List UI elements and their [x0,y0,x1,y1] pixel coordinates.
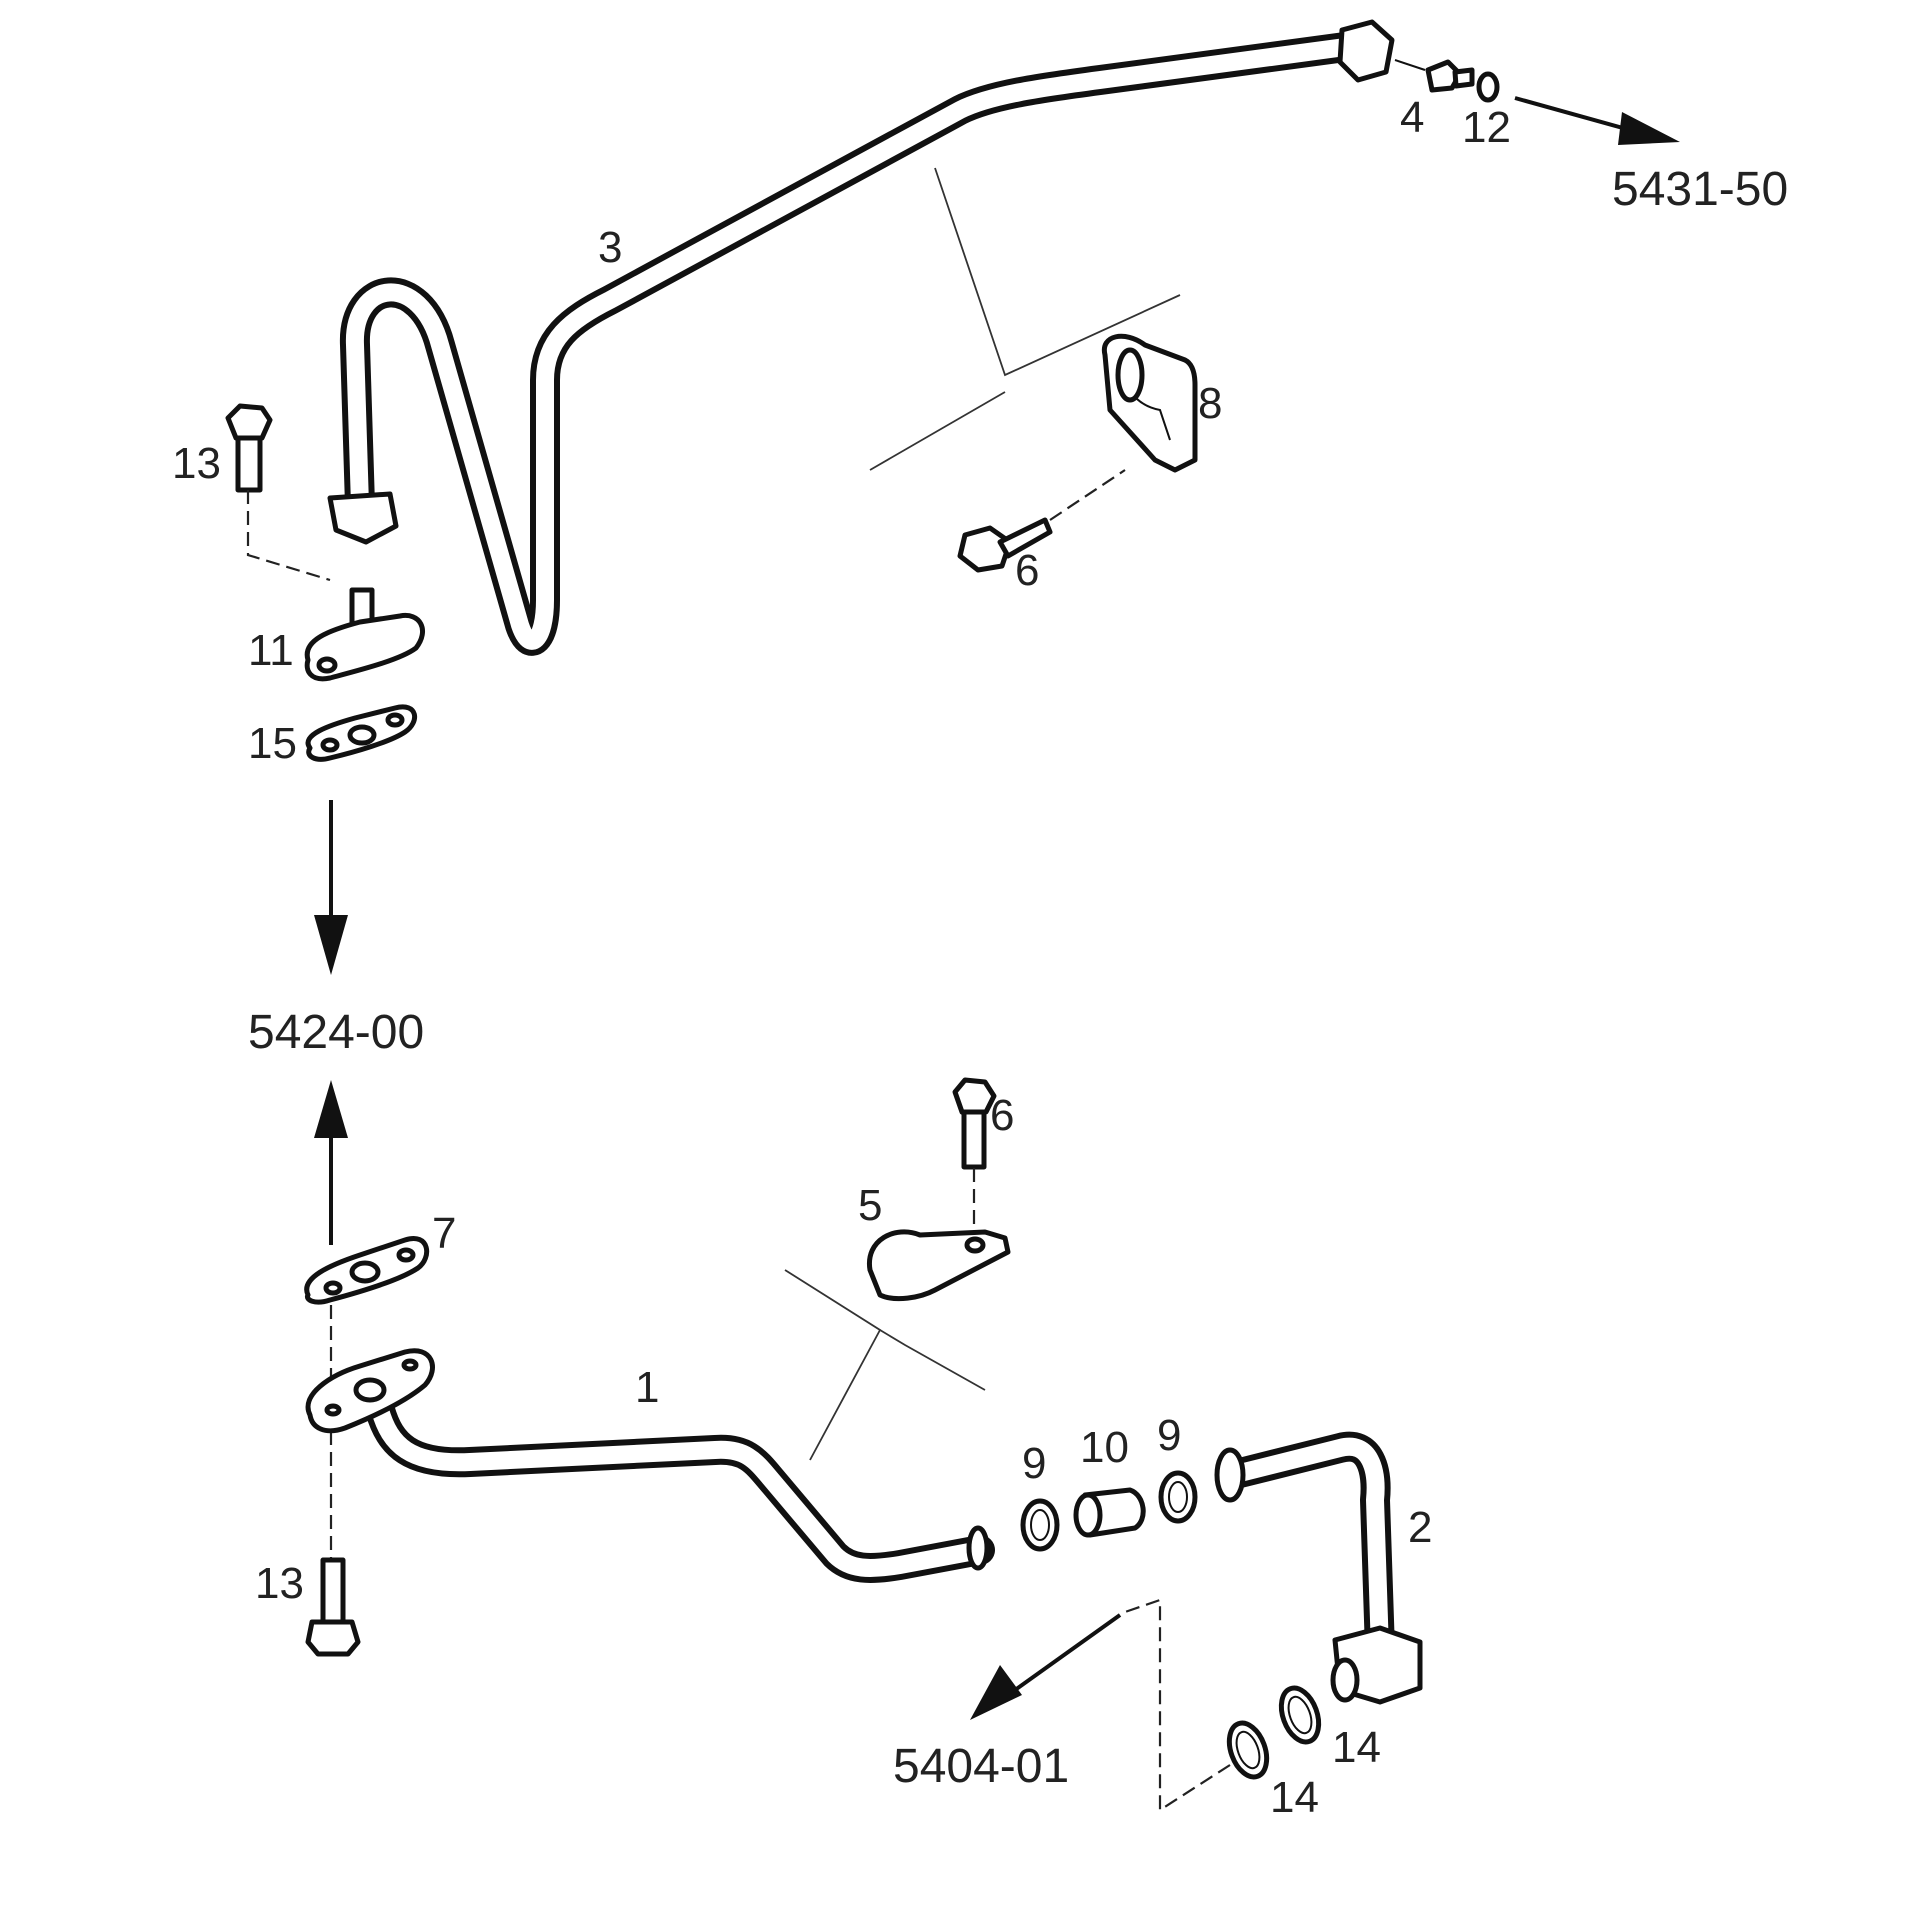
leader-rings-to-5404-01 [1124,1598,1231,1813]
part-9-clip-right [1158,1470,1198,1524]
arrow-to-5424-00 [314,800,348,975]
part-6-bolt-upper [957,469,1126,573]
callout-6-upper: 6 [1015,546,1039,595]
arrow-up-to-5424-00 [314,1080,348,1245]
ref-5404-01: 5404-01 [893,1740,1069,1793]
callout-5: 5 [858,1181,882,1230]
ref-5431-50: 5431-50 [1612,163,1788,216]
pipe-1 [305,1348,995,1583]
part-9-clip-left [1020,1498,1060,1552]
part-5-clamp [867,1229,1011,1302]
callout-11: 11 [248,626,294,675]
callout-7: 7 [432,1209,456,1258]
part-14-ring-upper [1278,1685,1322,1745]
part-4-fitting [1394,59,1475,93]
pipe-2 [1214,1431,1423,1705]
part-6-bolt-lower [952,1077,997,1235]
callout-2: 2 [1408,1503,1432,1552]
part-10-sleeve [1073,1487,1146,1538]
arrow-to-5431-50 [1514,96,1680,145]
arrow-to-5404-01 [970,1613,1122,1720]
callout-9-left: 9 [1022,1439,1046,1488]
part-13-bolt-lower [305,1557,361,1657]
part-8-clamp [1101,333,1198,473]
part-7-gasket [304,1236,430,1305]
callout-10: 10 [1080,1423,1129,1472]
part-11-flange [304,587,425,682]
callout-6-lower: 6 [990,1091,1014,1140]
callout-13-upper: 13 [172,439,221,488]
part-13-bolt-upper [225,403,331,582]
bracket-cutaway-lines-bottom [784,1269,986,1461]
ref-5424-00: 5424-00 [248,1006,424,1059]
callout-1: 1 [635,1363,659,1412]
callout-3: 3 [598,223,622,272]
part-14-ring-lower [1226,1720,1270,1780]
callout-14-lower: 14 [1270,1773,1319,1822]
pipe-3-bottom-nut [327,491,399,545]
callout-13-lower: 13 [255,1559,304,1608]
part-12-o-ring [1476,71,1500,103]
pipe-3 [327,19,1395,656]
callout-15: 15 [248,719,297,768]
callout-14-upper: 14 [1332,1723,1381,1772]
pipe-3-end-nut [1337,19,1395,83]
part-15-gasket [305,704,417,762]
callout-4: 4 [1400,93,1424,142]
callout-12: 12 [1462,103,1511,152]
callout-8: 8 [1198,379,1222,428]
bracket-cutaway-lines-top [869,167,1181,471]
callout-9-right: 9 [1157,1411,1181,1460]
